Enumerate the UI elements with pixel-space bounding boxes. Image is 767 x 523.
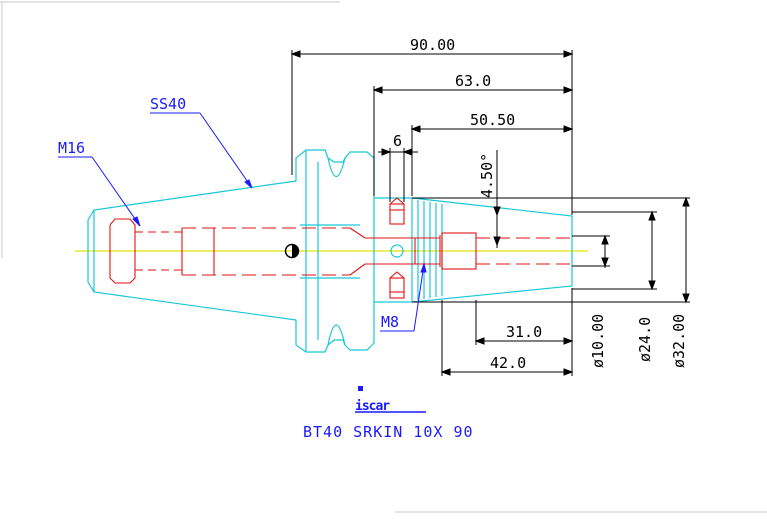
drawing-caption: BT40 SRKIN 10X 90 [303, 423, 474, 441]
dimension-lines [290, 50, 690, 376]
dim-length-42: 42.0 [490, 354, 526, 372]
tool-body-outline [87, 149, 573, 353]
dim-diameter-10: ø10.00 [589, 314, 607, 368]
iscar-logo: iscar [355, 386, 426, 414]
callout-screw-thread-label: M8 [381, 313, 399, 331]
dim-length-6: 6 [393, 132, 402, 150]
callout-taper-label: SS40 [150, 95, 186, 113]
dim-length-31: 31.0 [506, 323, 542, 341]
dim-overall-length: 90.00 [410, 36, 455, 54]
logo-text: iscar [355, 399, 390, 414]
reference-point [284, 243, 300, 259]
dim-length-50: 50.50 [470, 111, 515, 129]
frame-lines [0, 1, 767, 513]
dim-diameter-32: ø32.00 [670, 314, 688, 368]
dim-length-63: 63.0 [455, 72, 491, 90]
callout-leaders [58, 112, 427, 332]
callout-back-thread-label: M16 [58, 139, 85, 157]
dim-angle: 4.50° [478, 153, 496, 198]
hidden-bore-lines [109, 197, 572, 299]
dim-diameter-24: ø24.0 [636, 317, 654, 362]
